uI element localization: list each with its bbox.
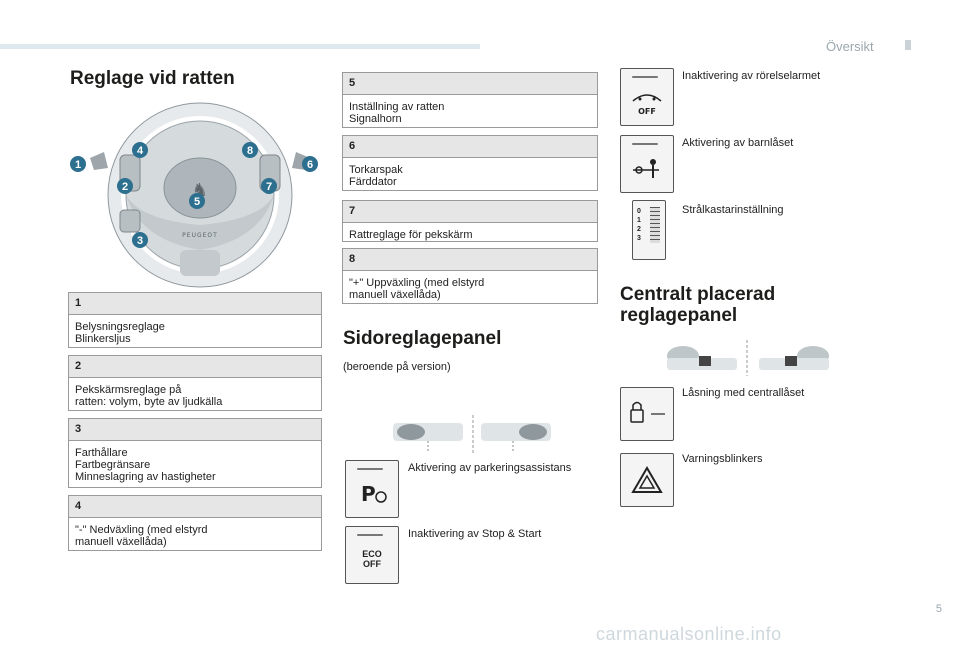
header-bar — [0, 44, 480, 49]
info-box-8: 8 "+" Uppväxling (med elstyrd manuell vä… — [342, 248, 598, 304]
parking-assist-label: Aktivering av parkeringsassistans — [408, 462, 572, 474]
box-number: 1 — [69, 293, 321, 315]
svg-text:PEUGEOT: PEUGEOT — [182, 232, 218, 239]
central-lock-icon — [630, 401, 665, 423]
box-text: Belysningsreglage Blinkersljus — [75, 321, 165, 345]
side-panel-subtitle: (beroende på version) — [343, 361, 451, 373]
hazard-button[interactable] — [620, 453, 674, 507]
page-number: 5 — [935, 603, 942, 615]
hazard-label: Varningsblinkers — [682, 453, 763, 465]
info-box-1: 1 Belysningsreglage Blinkersljus — [68, 292, 322, 348]
svg-text:P: P — [361, 482, 376, 506]
callout-8: 8 — [247, 145, 253, 157]
box-text: "-" Nedväxling (med elstyrd manuell växe… — [75, 524, 208, 548]
info-box-2: 2 Pekskärmsreglage på ratten: volym, byt… — [68, 355, 322, 411]
central-panel-location-illustration — [667, 340, 829, 376]
box-text: Torkarspak Färddator — [349, 164, 403, 188]
side-panel-location-illustration — [393, 415, 551, 455]
box-number: 8 — [343, 249, 597, 271]
box-number: 2 — [69, 356, 321, 378]
box-text: Farthållare Fartbegränsare Minneslagring… — [75, 447, 216, 483]
child-lock-icon — [633, 159, 659, 178]
box-number: 5 — [343, 73, 597, 95]
box-number: 4 — [69, 496, 321, 518]
central-panel-title: Centralt placerad reglagepanel — [620, 284, 776, 326]
info-box-4: 4 "-" Nedväxling (med elstyrd manuell vä… — [68, 495, 322, 551]
callout-2: 2 — [122, 181, 128, 193]
box-number: 3 — [69, 419, 321, 441]
header-marker — [905, 40, 911, 50]
callout-4: 4 — [137, 145, 144, 157]
box-text: Inställning av ratten Signalhorn — [349, 101, 445, 125]
hazard-icon — [631, 466, 663, 493]
info-box-3: 3 Farthållare Fartbegränsare Minneslagri… — [68, 418, 322, 488]
child-lock-button[interactable] — [620, 135, 674, 193]
box-text: Pekskärmsreglage på ratten: volym, byte … — [75, 384, 223, 408]
box-number: 7 — [343, 201, 597, 223]
info-box-5: 5 Inställning av ratten Signalhorn — [342, 72, 598, 128]
watermark: carmanualsonline.info — [596, 624, 782, 644]
callout-5: 5 — [194, 196, 200, 208]
page-title: Reglage vid ratten — [70, 68, 235, 89]
headlamp-adjust-icon: 0 1 2 3 — [637, 208, 641, 242]
side-panel-title: Sidoreglagepanel — [343, 328, 502, 349]
headlamp-adjust-label: Strålkastarinställning — [682, 204, 784, 216]
svg-text:OFF: OFF — [638, 107, 656, 116]
led-indicator — [632, 76, 658, 78]
eco-off-label: Inaktivering av Stop & Start — [408, 528, 542, 540]
headlamp-adjust-wheel[interactable]: 0 1 2 3 — [632, 200, 666, 260]
parking-assist-icon: P — [361, 482, 387, 506]
led-indicator — [357, 534, 383, 536]
box-text: "+" Uppväxling (med elstyrd manuell växe… — [349, 277, 485, 301]
central-lock-button[interactable] — [620, 387, 674, 441]
child-lock-label: Aktivering av barnlåset — [682, 137, 794, 149]
callout-1: 1 — [75, 159, 81, 171]
steering-wheel-illustration: ♞ PEUGEOT 1 2 3 4 5 6 7 8 — [70, 102, 318, 288]
eco-off-button[interactable]: ECO OFF — [345, 526, 399, 584]
led-indicator — [632, 143, 658, 145]
info-box-7: 7 Rattreglage för pekskärm — [342, 200, 598, 242]
thumbwheel — [650, 207, 660, 243]
info-box-6: 6 Torkarspak Färddator — [342, 135, 598, 191]
section-title: Översikt — [826, 39, 874, 54]
motion-alarm-off-button[interactable]: OFF — [620, 68, 674, 126]
motion-alarm-off-label: Inaktivering av rörelselarmet — [682, 70, 821, 82]
box-number: 6 — [343, 136, 597, 158]
box-text: Rattreglage för pekskärm — [349, 229, 473, 241]
central-lock-label: Låsning med centrallåset — [682, 387, 805, 399]
callout-7: 7 — [266, 181, 272, 193]
parking-assist-button[interactable]: P — [345, 460, 399, 518]
motion-alarm-off-icon: OFF — [632, 94, 662, 116]
led-indicator — [357, 468, 383, 470]
callout-6: 6 — [307, 159, 313, 171]
eco-off-icon: ECO OFF — [362, 549, 382, 569]
callout-3: 3 — [137, 235, 143, 247]
